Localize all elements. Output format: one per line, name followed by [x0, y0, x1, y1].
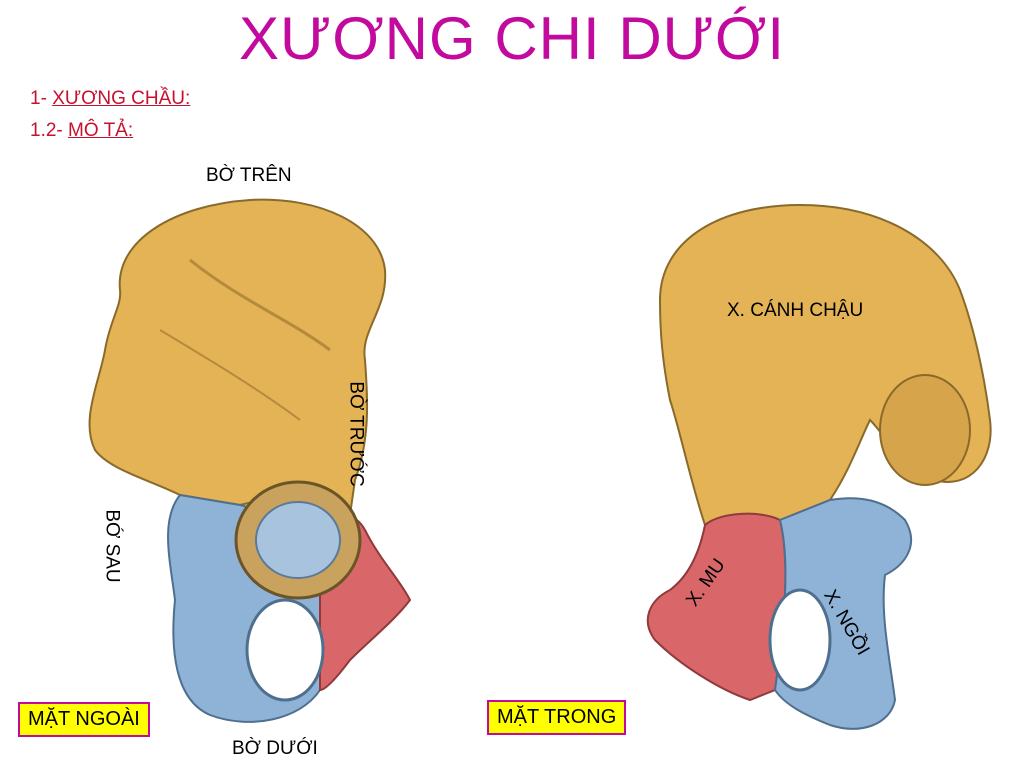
page-title: XƯƠNG CHI DƯỚI: [238, 5, 786, 72]
left-ilium-region: [88, 198, 387, 517]
subsection-name: MÔ TẢ:: [68, 120, 134, 141]
left-obturator-foramen: [245, 598, 325, 702]
label-anterior-border: BỜ TRƯỚC: [345, 381, 367, 487]
label-ilium: X. CÁNH CHẬU: [727, 300, 864, 321]
section-number: 1-: [30, 88, 47, 109]
subsection-number: 1.2-: [30, 120, 63, 141]
subsection-heading: 1.2- MÔ TẢ:: [30, 120, 133, 142]
section-name: XƯƠNG CHẦU:: [52, 88, 191, 109]
section-heading: 1- XƯƠNG CHẦU:: [30, 88, 190, 110]
label-lower-border: BỜ DƯỚI: [232, 738, 318, 759]
right-obturator-foramen: [768, 588, 832, 692]
label-outer-surface: MẶT NGOÀI: [18, 702, 150, 737]
label-upper-border: BỜ TRÊN: [206, 165, 292, 186]
right-pubis-region: [646, 512, 787, 702]
label-inner-surface: MẶT TRONG: [487, 700, 627, 735]
label-posterior-border: BỚ SAU: [101, 509, 123, 583]
